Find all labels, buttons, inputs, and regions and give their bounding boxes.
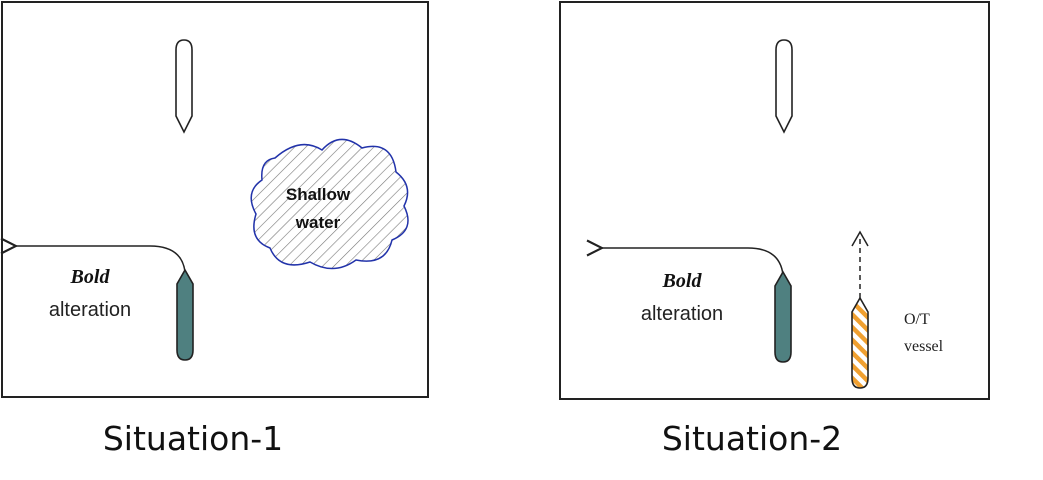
own-vessel-icon [774,270,792,363]
situation-2-panel: Bold alteration O/T vessel [559,1,990,400]
bold-label: Bold [70,266,111,288]
shallow-water-area: Shallow water [250,138,409,270]
own-vessel-icon [176,268,194,361]
situation-2-caption: Situation-2 [662,419,842,458]
course-alteration-arrow-icon [602,248,784,276]
overtaking-vessel-icon [851,296,869,389]
vessel-ahead-icon [775,39,793,134]
shallow-water-label-line2: water [295,213,341,232]
alteration-label: alteration [641,303,723,325]
course-alteration-arrow-icon [16,246,186,273]
vessel-ahead-icon [175,39,193,134]
arrowhead-up-icon [851,230,869,247]
shallow-water-cloud-icon [250,138,409,270]
situation-1-panel: Shallow water Bold alteration [2,1,429,398]
bold-label: Bold [662,270,703,292]
ot-vessel-label-line2: vessel [904,338,944,355]
alteration-label: alteration [49,299,131,321]
situation-1-caption: Situation-1 [103,419,283,458]
shallow-water-label-line1: Shallow [286,185,351,204]
ot-vessel-label-line1: O/T [904,311,930,328]
